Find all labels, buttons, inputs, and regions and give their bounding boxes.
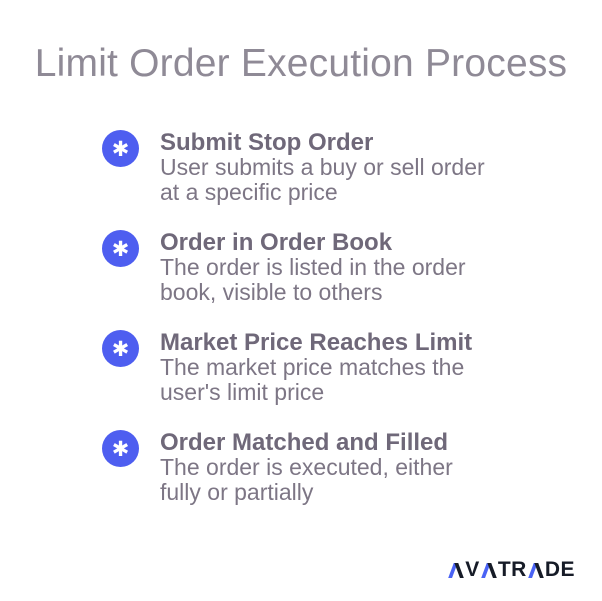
asterisk-glyph: ✱ bbox=[111, 237, 130, 261]
step-title: Market Price Reaches Limit bbox=[160, 329, 473, 356]
step-item: ✱ Order Matched and Filled The order is … bbox=[102, 430, 495, 505]
step-title: Submit Stop Order bbox=[160, 129, 374, 156]
step-text: Submit Stop Order User submits a buy or … bbox=[160, 130, 495, 205]
step-description: The order is executed, either fully or p… bbox=[160, 454, 453, 505]
asterisk-icon: ✱ bbox=[102, 430, 139, 467]
asterisk-glyph: ✱ bbox=[111, 137, 130, 161]
step-text: Order Matched and Filled The order is ex… bbox=[160, 430, 495, 505]
logo-letter: T bbox=[497, 558, 512, 581]
steps-list: ✱ Submit Stop Order User submits a buy o… bbox=[102, 130, 495, 530]
asterisk-icon: ✱ bbox=[102, 330, 139, 367]
logo-letter: D bbox=[544, 558, 561, 581]
logo-letter-a-icon bbox=[448, 562, 465, 578]
step-title: Order in Order Book bbox=[160, 229, 393, 256]
step-item: ✱ Submit Stop Order User submits a buy o… bbox=[102, 130, 495, 205]
logo-letter: E bbox=[560, 558, 575, 581]
step-item: ✱ Order in Order Book The order is liste… bbox=[102, 230, 495, 305]
step-text: Market Price Reaches Limit The market pr… bbox=[160, 330, 495, 405]
step-title: Order Matched and Filled bbox=[160, 429, 449, 456]
avatrade-logo: V T R D E bbox=[447, 558, 575, 581]
logo-letter-a-icon bbox=[527, 562, 544, 578]
logo-letter: V bbox=[465, 558, 480, 581]
logo-letter: R bbox=[511, 558, 527, 581]
asterisk-glyph: ✱ bbox=[111, 437, 130, 461]
step-text: Order in Order Book The order is listed … bbox=[160, 230, 495, 305]
step-description: The market price matches the user's limi… bbox=[160, 354, 465, 405]
logo-letter-a-icon bbox=[480, 562, 497, 578]
step-item: ✱ Market Price Reaches Limit The market … bbox=[102, 330, 495, 405]
asterisk-glyph: ✱ bbox=[111, 337, 130, 361]
step-description: User submits a buy or sell order at a sp… bbox=[160, 154, 485, 205]
asterisk-icon: ✱ bbox=[102, 130, 139, 167]
step-description: The order is listed in the order book, v… bbox=[160, 254, 466, 305]
asterisk-icon: ✱ bbox=[102, 230, 139, 267]
page-title: Limit Order Execution Process bbox=[34, 42, 568, 85]
